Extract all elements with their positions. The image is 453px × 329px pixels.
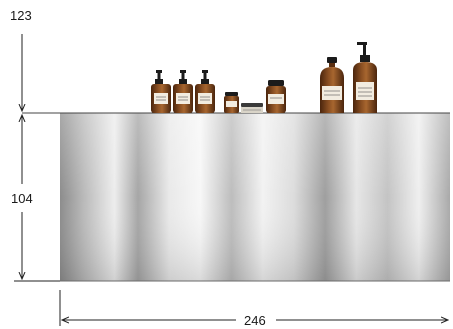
small-jar	[224, 92, 239, 113]
counter-body	[60, 112, 450, 282]
tall-pump-bottle	[353, 42, 377, 113]
pump-bottle-2	[173, 70, 193, 113]
pump-bottle-1	[151, 70, 171, 113]
counter-height-dimension: 104	[11, 115, 60, 282]
counter-width-label: 246	[244, 313, 266, 328]
top-height-dimension: 123	[10, 8, 32, 111]
counter-height-label: 104	[11, 191, 33, 206]
counter-width-dimension: 246	[59, 290, 448, 328]
top-height-label: 123	[10, 8, 32, 23]
product-group	[151, 42, 377, 113]
medium-jar	[266, 80, 286, 113]
pump-bottle-3	[195, 70, 215, 113]
round-bottle	[320, 57, 344, 113]
flat-tin	[241, 103, 263, 113]
